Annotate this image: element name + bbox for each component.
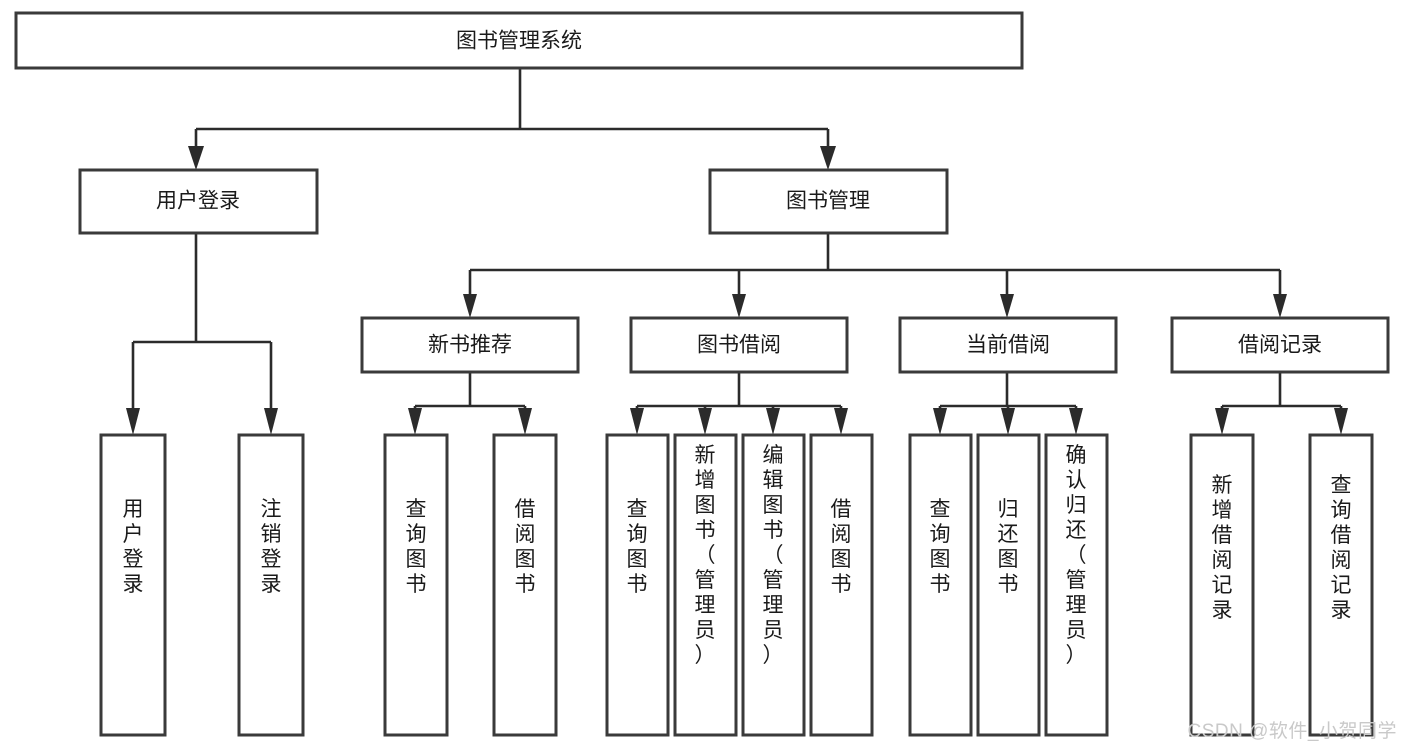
leaf-user-login-label: 用户登录: [123, 498, 144, 596]
leaf-query-book-2-label: 查询图书: [627, 498, 648, 596]
leaf-edit-book-label: 编辑图书（管理员）: [763, 444, 784, 667]
node-leaf-return-book[interactable]: 归还图书: [976, 433, 1041, 737]
leaf-logout-login-box[interactable]: [237, 433, 305, 737]
leaf-borrow-book-2-box[interactable]: [809, 433, 874, 737]
arrow-borrow-record: [1273, 294, 1287, 318]
arrow-current-borrow: [1000, 294, 1014, 318]
node-leaf-query-book-3[interactable]: 查询图书: [908, 433, 973, 737]
node-book-borrow[interactable]: 图书借阅: [629, 316, 849, 374]
book-borrow-label: 图书借阅: [697, 334, 781, 357]
root-label: 图书管理系统: [456, 30, 582, 53]
leaf-query-book-1-label: 查询图书: [406, 498, 427, 596]
leaf-return-book-box[interactable]: [976, 433, 1041, 737]
arrow-leaf-query-book-3: [933, 408, 947, 435]
leaf-query-book-3-label: 查询图书: [930, 498, 951, 596]
csdn-watermark: CSDN @软件_小贺同学: [1187, 721, 1397, 742]
leaf-query-record-box[interactable]: [1308, 433, 1374, 737]
leaf-add-book-box[interactable]: [673, 433, 738, 737]
new-book-recommend-label: 新书推荐: [428, 334, 512, 357]
node-leaf-query-book-1[interactable]: 查询图书: [383, 433, 449, 737]
leaf-logout-login-label: 注销登录: [261, 498, 282, 596]
leaf-query-book-3-box[interactable]: [908, 433, 973, 737]
leaf-query-book-2-box[interactable]: [605, 433, 670, 737]
node-leaf-add-book[interactable]: 新增图书（管理员）: [673, 433, 738, 737]
node-new-book-recommend[interactable]: 新书推荐: [360, 316, 580, 374]
leaf-user-login-box[interactable]: [99, 433, 167, 737]
node-leaf-confirm-return[interactable]: 确认归还（管理员）: [1044, 433, 1109, 737]
node-root[interactable]: 图书管理系统: [14, 11, 1024, 70]
node-leaf-borrow-book-1[interactable]: 借阅图书: [492, 433, 558, 737]
node-leaf-borrow-book-2[interactable]: 借阅图书: [809, 433, 874, 737]
arrow-leaf-edit-book: [766, 408, 780, 435]
arrow-user-login: [188, 146, 204, 170]
current-borrow-label: 当前借阅: [966, 334, 1050, 357]
root-box[interactable]: [14, 11, 1024, 70]
arrow-leaf-confirm-return: [1069, 408, 1083, 435]
leaf-edit-book-box[interactable]: [741, 433, 806, 737]
node-leaf-logout-login[interactable]: 注销登录: [237, 433, 305, 737]
node-borrow-record[interactable]: 借阅记录: [1170, 316, 1390, 374]
arrow-leaf-logout-login: [264, 408, 278, 435]
leaf-return-book-label: 归还图书: [998, 498, 1019, 596]
leaf-confirm-return-label: 确认归还（管理员）: [1066, 444, 1087, 667]
borrow-record-box[interactable]: [1170, 316, 1390, 374]
arrow-book-manage: [820, 146, 836, 170]
node-leaf-add-record[interactable]: 新增借阅记录: [1189, 433, 1255, 737]
node-book-manage[interactable]: 图书管理: [708, 168, 949, 235]
user-login-label: 用户登录: [156, 190, 240, 213]
arrow-leaf-user-login: [126, 408, 140, 435]
arrow-leaf-query-book-2: [630, 408, 644, 435]
book-manage-label: 图书管理: [786, 190, 870, 213]
arrow-new-book-recommend: [463, 294, 477, 318]
leaf-borrow-book-2-label: 借阅图书: [831, 498, 852, 596]
leaf-query-book-1-box[interactable]: [383, 433, 449, 737]
node-current-borrow[interactable]: 当前借阅: [898, 316, 1118, 374]
leaf-query-record-label: 查询借阅记录: [1331, 474, 1352, 622]
borrow-record-label: 借阅记录: [1238, 334, 1322, 357]
arrow-leaf-return-book: [1001, 408, 1015, 435]
book-manage-box[interactable]: [708, 168, 949, 235]
arrow-book-borrow: [732, 294, 746, 318]
new-book-recommend-box[interactable]: [360, 316, 580, 374]
arrow-leaf-borrow-book-1: [518, 408, 532, 435]
node-leaf-query-record[interactable]: 查询借阅记录: [1308, 433, 1374, 737]
leaf-borrow-book-1-box[interactable]: [492, 433, 558, 737]
leaf-confirm-return-box[interactable]: [1044, 433, 1109, 737]
node-leaf-query-book-2[interactable]: 查询图书: [605, 433, 670, 737]
node-leaf-edit-book[interactable]: 编辑图书（管理员）: [741, 433, 806, 737]
leaf-add-record-label: 新增借阅记录: [1212, 474, 1233, 622]
current-borrow-box[interactable]: [898, 316, 1118, 374]
leaf-add-book-label: 新增图书（管理员）: [695, 444, 716, 667]
arrow-leaf-query-record: [1334, 408, 1348, 435]
leaf-add-record-box[interactable]: [1189, 433, 1255, 737]
arrow-leaf-borrow-book-2: [834, 408, 848, 435]
arrow-leaf-add-record: [1215, 408, 1229, 435]
user-login-box[interactable]: [78, 168, 319, 235]
book-borrow-box[interactable]: [629, 316, 849, 374]
node-user-login[interactable]: 用户登录: [78, 168, 319, 235]
arrow-leaf-add-book: [698, 408, 712, 435]
node-leaf-user-login[interactable]: 用户登录: [99, 433, 167, 737]
connector-layer: [126, 68, 1348, 435]
arrow-leaf-query-book-1: [408, 408, 422, 435]
leaf-borrow-book-1-label: 借阅图书: [515, 498, 536, 596]
